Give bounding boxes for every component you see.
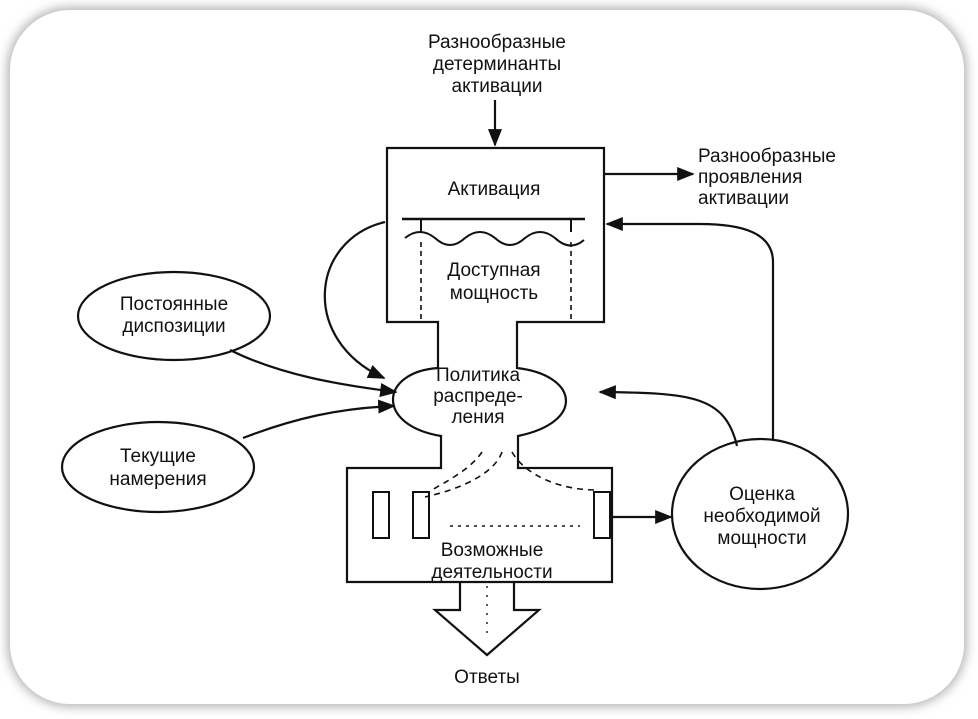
capacity-label-line-1: Доступная	[447, 260, 540, 281]
responses-arrow	[432, 582, 542, 657]
output-label-line-3: активации	[698, 188, 789, 209]
intentions-ellipse	[60, 420, 256, 514]
evaluation-to-activation-arrow	[605, 216, 775, 440]
policy-label-line-2: распреде-	[433, 386, 523, 407]
output-label-line-2: проявления	[698, 167, 802, 188]
activities-label-line-2: деятельности	[431, 562, 552, 583]
activation-to-policy-arrow	[323, 220, 386, 380]
evaluation-label-line-2: необходимой	[703, 506, 820, 527]
policy-label-line-1: Политика	[436, 365, 521, 386]
activation-title: Активация	[448, 179, 541, 200]
dispositions-to-policy-arrow	[229, 349, 398, 398]
intentions-to-policy-arrow	[242, 399, 396, 440]
input-label-line-2: детерминанты	[433, 54, 561, 75]
responses-label: Ответы	[454, 667, 520, 688]
evaluation-label-line-3: мощности	[717, 528, 806, 549]
activities-label-line-1: Возможные	[441, 540, 544, 561]
allocation-dashed-left-2	[424, 451, 503, 498]
capacity-wave	[404, 231, 585, 247]
intentions-label-line-2: намерения	[109, 469, 206, 490]
capacity-label-line-2: мощность	[450, 283, 539, 304]
diagram-card	[10, 10, 964, 704]
evaluation-label-line-1: Оценка	[729, 484, 795, 505]
activity-bar-2	[412, 491, 430, 539]
dispositions-ellipse	[76, 270, 272, 362]
intentions-label-line-1: Текущие	[120, 446, 196, 467]
output-label-line-1: Разнообразные	[698, 146, 836, 167]
evaluation-to-policy-arrow	[598, 385, 739, 447]
dispositions-label-line-1: Постоянные	[120, 294, 228, 315]
allocation-dashed-right	[511, 451, 597, 491]
activity-bar-1	[372, 491, 390, 539]
activation-structure-outline	[345, 146, 614, 584]
input-label-line-1: Разнообразные	[428, 32, 566, 53]
allocation-dashed-left-1	[431, 451, 483, 491]
input-label-line-3: активации	[452, 76, 543, 97]
dispositions-label-line-2: диспозиции	[122, 316, 225, 337]
activity-bar-3	[593, 491, 611, 539]
policy-label-line-3: ления	[451, 407, 504, 428]
